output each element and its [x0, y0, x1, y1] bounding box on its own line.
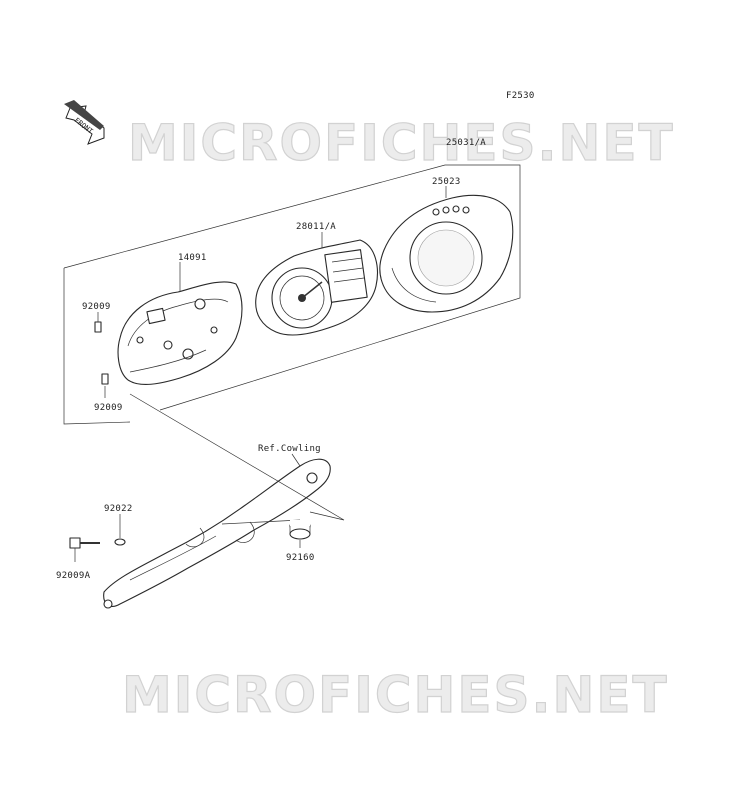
assembly-bracket-top [63, 164, 521, 411]
front-arrow-icon: FRONT [64, 100, 105, 145]
meter-cover-25023 [379, 186, 514, 313]
label-92022: 92022 [104, 504, 133, 514]
label-28011: 28011/A [296, 222, 336, 232]
screw-92009-bottom [101, 373, 109, 398]
meter-unit-28011 [255, 232, 378, 336]
figure-code: F2530 [506, 91, 535, 101]
label-25031: 25031/A [446, 138, 486, 148]
watermark-bottom: MICROFICHES.NET [122, 666, 669, 724]
label-ref-cowling: Ref.Cowling [258, 444, 321, 454]
assembly-bracket-left [63, 268, 131, 425]
label-92009-bottom: 92009 [94, 403, 123, 413]
label-14091: 14091 [178, 253, 207, 263]
bolt-92009A [69, 537, 100, 562]
label-92160: 92160 [286, 553, 315, 563]
lower-case-14091 [117, 262, 243, 386]
label-25023: 25023 [432, 177, 461, 187]
watermark-top: MICROFICHES.NET [128, 114, 675, 172]
screw-92009-top [94, 312, 102, 333]
label-92009A: 92009A [56, 571, 91, 581]
grommet-92160 [289, 520, 311, 548]
label-92009-top: 92009 [82, 302, 111, 312]
meter-stay-bracket [103, 393, 345, 609]
washer-92022 [114, 514, 126, 546]
